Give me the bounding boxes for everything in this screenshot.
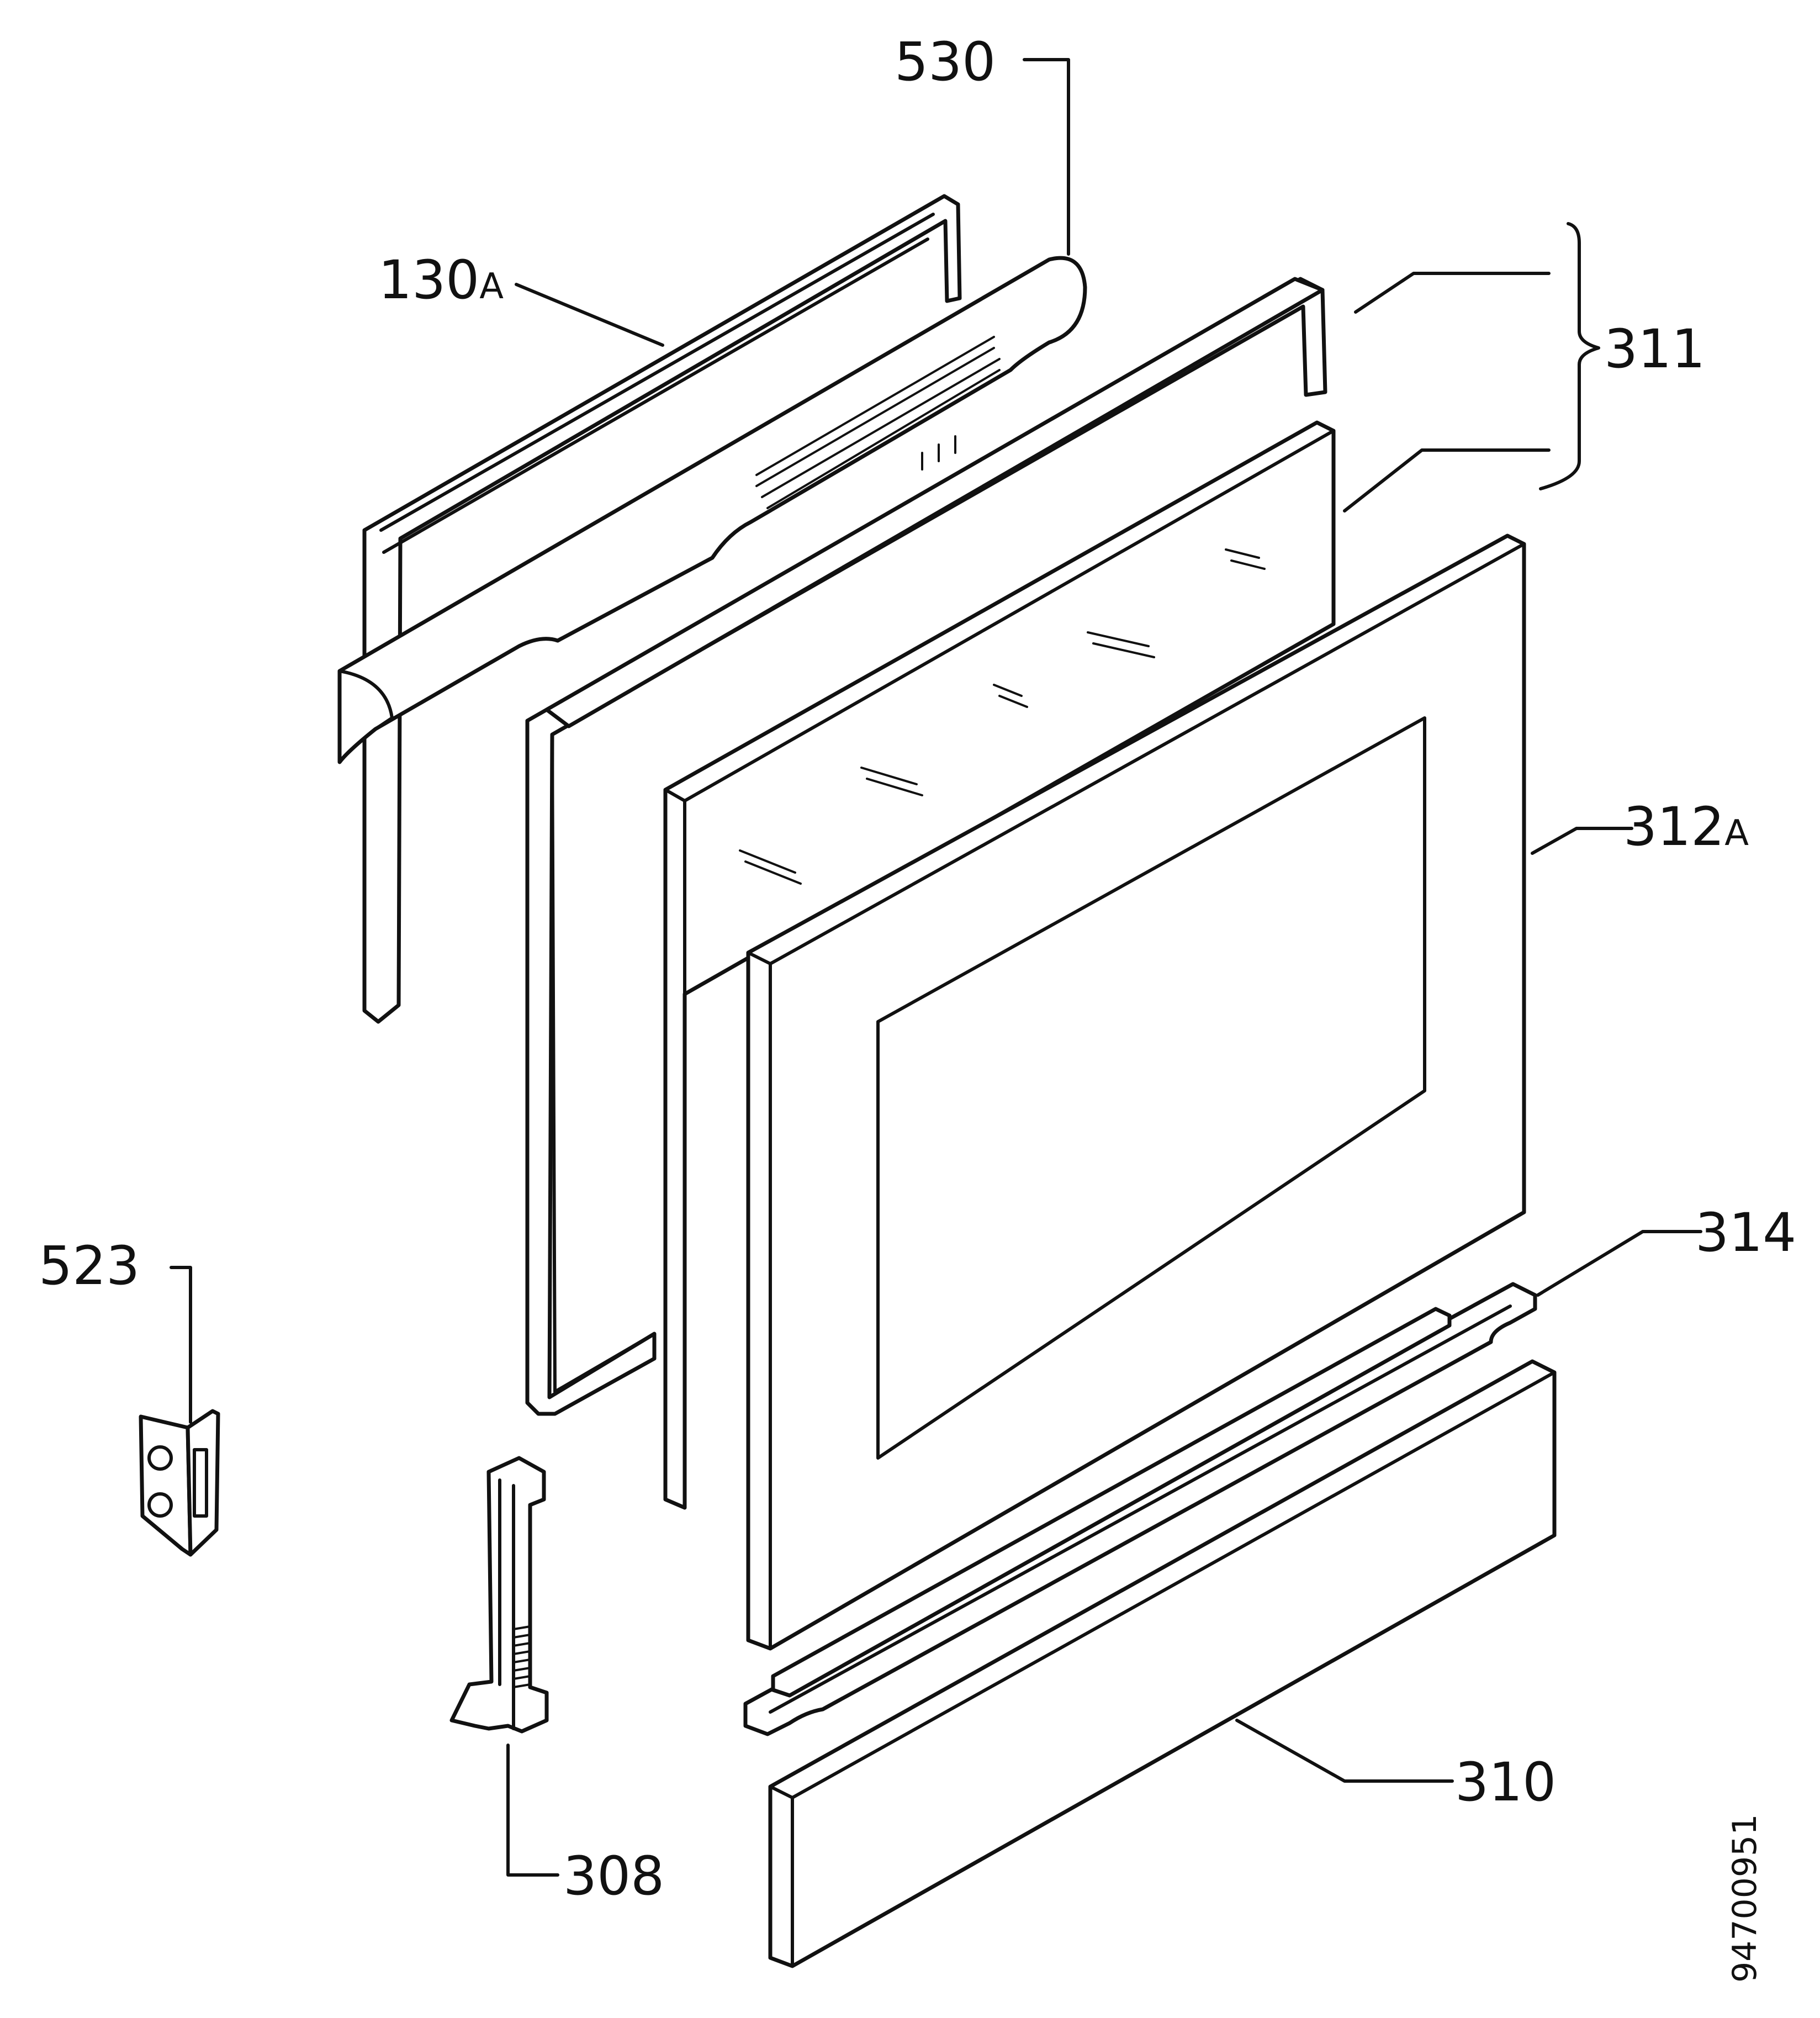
part-530-top-trim bbox=[337, 256, 1087, 764]
drawing-number: 94700951 bbox=[1726, 1814, 1764, 1983]
callout-314: 314 bbox=[1695, 1202, 1796, 1264]
callout-311: 311 bbox=[1604, 318, 1705, 380]
leader-308 bbox=[506, 1744, 559, 1877]
hinge-marks bbox=[921, 435, 956, 471]
glass-reflection-marks bbox=[739, 548, 1266, 885]
callout-523: 523 bbox=[39, 1235, 140, 1297]
leader-312a bbox=[1531, 827, 1633, 855]
callout-130a: 130A bbox=[378, 249, 504, 311]
spring bbox=[512, 1625, 531, 1688]
part-311-glass-panel bbox=[663, 420, 1336, 1510]
part-311-inner-frame bbox=[525, 277, 1327, 1416]
part-314-bottom-rail bbox=[743, 1282, 1537, 1736]
brace-311 bbox=[1539, 222, 1600, 490]
callout-530: 530 bbox=[895, 31, 996, 93]
vent-slots bbox=[755, 336, 1001, 509]
leader-310 bbox=[1235, 1719, 1454, 1783]
callout-312a: 312A bbox=[1623, 796, 1749, 858]
leader-314 bbox=[1536, 1230, 1702, 1297]
leader-523 bbox=[170, 1266, 192, 1424]
leader-311-upper bbox=[1354, 272, 1551, 314]
viewing-window bbox=[876, 716, 1426, 1460]
part-130a-seal-frame bbox=[362, 194, 962, 1024]
leader-530 bbox=[1023, 58, 1070, 256]
part-523-hinge-bracket bbox=[139, 1409, 220, 1557]
callout-308: 308 bbox=[563, 1845, 664, 1907]
callout-310: 310 bbox=[1455, 1751, 1556, 1813]
part-312a-outer-glass bbox=[746, 533, 1526, 1651]
leader-130a bbox=[515, 283, 664, 347]
leader-lines bbox=[170, 58, 1702, 1877]
part-310-bottom-panel bbox=[768, 1359, 1557, 1968]
part-308-hinge bbox=[449, 1456, 549, 1734]
leader-311-lower bbox=[1343, 448, 1551, 513]
